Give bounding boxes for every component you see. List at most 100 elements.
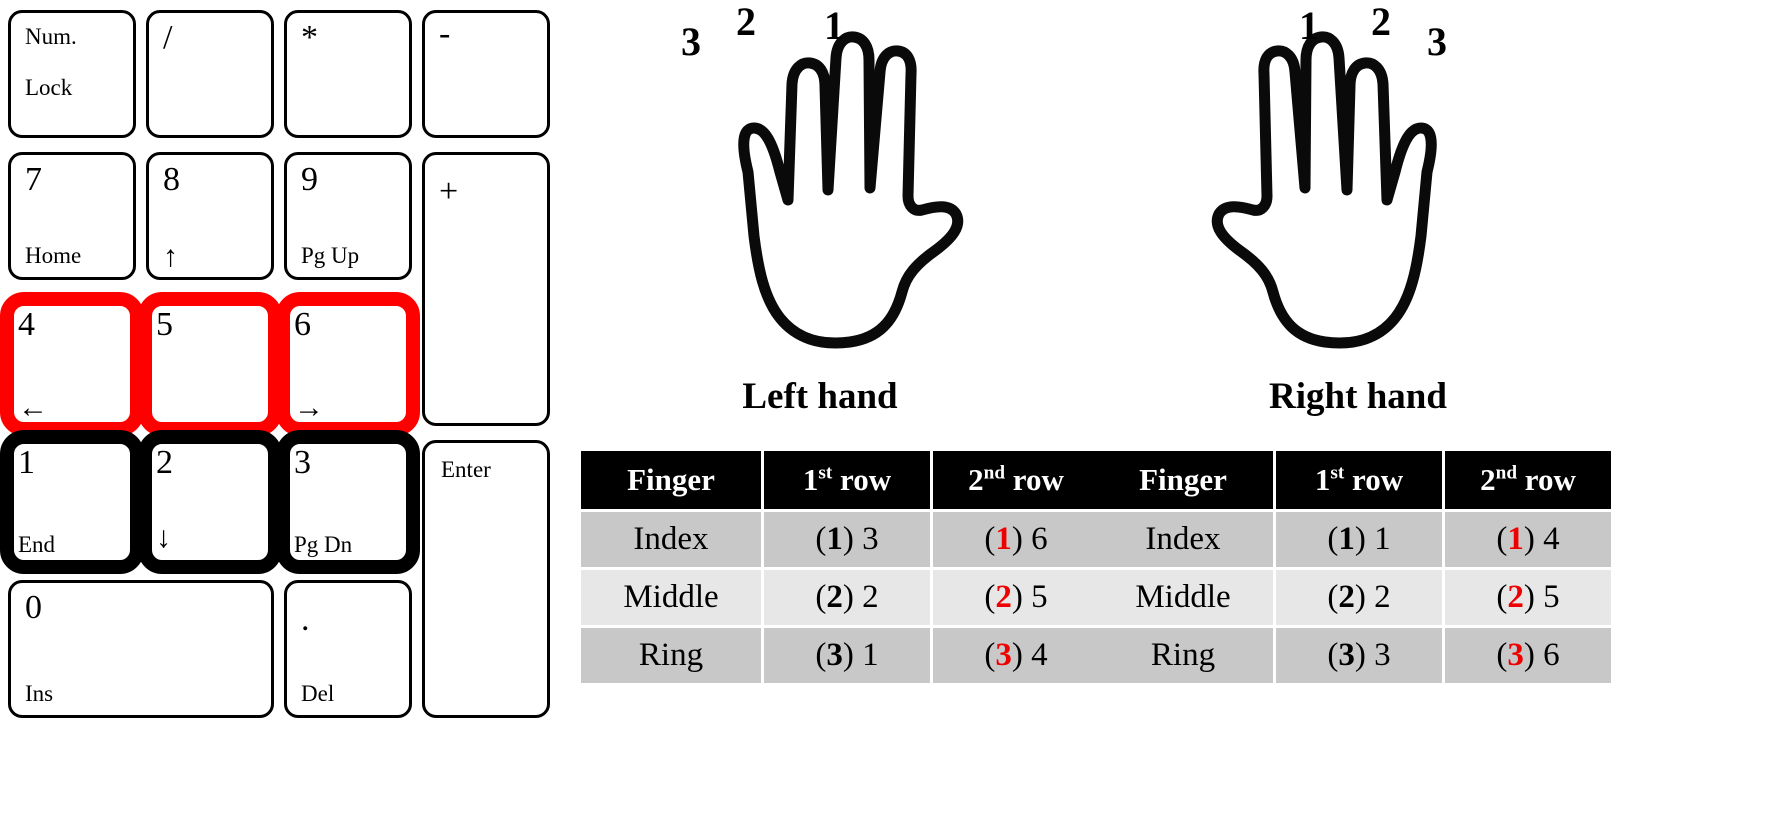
key-6-right-highlighted[interactable]: 6 → (276, 292, 420, 436)
table-row: Middle (2) 2 (2) 5 (1093, 570, 1611, 625)
cell-first-row-value: (2) 2 (1276, 570, 1442, 625)
left-hand-caption: Left hand (742, 376, 898, 417)
key-multiply-label: * (301, 19, 318, 56)
header-second-row: 2nd row (1445, 451, 1611, 509)
key-0-ins[interactable]: 0 Ins (8, 580, 274, 718)
key-5-label: 5 (156, 306, 173, 343)
key-enter-label: Enter (441, 457, 491, 482)
arrow-up-icon: ↑ (163, 240, 178, 273)
key-number: 6 (1543, 637, 1560, 673)
key-4-label: 4 (18, 306, 35, 343)
cell-finger-name: Middle (1093, 570, 1273, 625)
key-decimal-del[interactable]: . Del (284, 580, 412, 718)
key-5-highlighted[interactable]: 5 (138, 292, 282, 436)
cell-first-row-value: (1) 3 (764, 512, 930, 567)
key-enter[interactable]: Enter (422, 440, 550, 718)
cell-finger-name: Index (1093, 512, 1273, 567)
key-2-label: 2 (156, 444, 173, 481)
finger-index-number-red: 1 (995, 521, 1012, 557)
key-1-end-highlighted[interactable]: 1 End (0, 430, 144, 574)
key-num-lock-label-line1: Num. (25, 24, 77, 49)
finger-index-number-red: 2 (1507, 579, 1524, 615)
header-second-row-num: 2 (1480, 462, 1496, 497)
left-hand-finger-number-3: 3 (681, 19, 701, 64)
left-hand-finger-number-1: 1 (824, 3, 844, 48)
cell-second-row-value: (1) 6 (933, 512, 1099, 567)
key-7-sublabel-home: Home (25, 243, 82, 268)
table-header-row: Finger 1st row 2nd row (581, 451, 1099, 509)
key-8-label: 8 (163, 161, 180, 198)
table-row: Ring (3) 3 (3) 6 (1093, 628, 1611, 683)
key-number: 3 (862, 521, 879, 557)
key-9-label: 9 (301, 161, 318, 198)
key-3-pgdn-highlighted[interactable]: 3 Pg Dn (276, 430, 420, 574)
arrow-left-icon: ← (18, 391, 48, 424)
cell-second-row-value: (3) 4 (933, 628, 1099, 683)
key-6-label: 6 (294, 306, 311, 343)
header-first-row-word: row (840, 462, 892, 497)
table-row: Middle (2) 2 (2) 5 (581, 570, 1099, 625)
arrow-down-icon: ↓ (156, 521, 171, 554)
header-second-row-sup: nd (983, 462, 1006, 484)
cell-second-row-value: (2) 5 (933, 570, 1099, 625)
header-first-row-sup: st (1330, 462, 1345, 484)
key-number: 5 (1031, 579, 1048, 615)
cell-first-row-value: (1) 1 (1276, 512, 1442, 567)
header-second-row-sup: nd (1495, 462, 1518, 484)
key-number: 3 (1374, 637, 1391, 673)
key-divide-label: / (163, 19, 173, 56)
key-num-lock-label-line2: Lock (25, 75, 73, 100)
finger-index-number: 3 (1338, 637, 1355, 673)
key-number: 4 (1543, 521, 1560, 557)
key-2-down-highlighted[interactable]: 2 ↓ (138, 430, 282, 574)
cell-finger-name: Ring (1093, 628, 1273, 683)
finger-index-number-red: 3 (1507, 637, 1524, 673)
key-7-label: 7 (25, 161, 42, 198)
right-hand-illustration: 1 2 3 (1175, 0, 1535, 360)
header-first-row-num: 1 (1314, 462, 1331, 497)
key-number: 5 (1543, 579, 1560, 615)
left-hand-outline-icon (738, 31, 964, 349)
finger-index-number: 2 (1338, 579, 1355, 615)
left-hand-finger-mapping-table: Finger 1st row 2nd row Index (1) 3 (1) 6… (578, 448, 1102, 686)
key-8-up[interactable]: 8 ↑ (146, 152, 274, 280)
table-row: Index (1) 1 (1) 4 (1093, 512, 1611, 567)
key-1-label: 1 (18, 444, 35, 481)
key-3-sublabel-pgdn: Pg Dn (294, 532, 353, 557)
header-second-row: 2nd row (933, 451, 1099, 509)
finger-index-number-red: 2 (995, 579, 1012, 615)
key-number: 4 (1031, 637, 1048, 673)
cell-finger-name: Ring (581, 628, 761, 683)
cell-finger-name: Middle (581, 570, 761, 625)
right-hand-outline-icon (1211, 31, 1437, 349)
key-number: 6 (1031, 521, 1048, 557)
header-finger: Finger (1093, 451, 1273, 509)
table-row: Index (1) 3 (1) 6 (581, 512, 1099, 567)
key-number: 2 (1374, 579, 1391, 615)
key-divide[interactable]: / (146, 10, 274, 138)
cell-first-row-value: (3) 1 (764, 628, 930, 683)
finger-index-number: 2 (826, 579, 843, 615)
key-7-home[interactable]: 7 Home (8, 152, 136, 280)
arrow-right-icon: → (294, 391, 324, 424)
key-9-pgup[interactable]: 9 Pg Up (284, 152, 412, 280)
right-hand-finger-number-3: 3 (1427, 19, 1447, 64)
right-hand-finger-mapping-table: Finger 1st row 2nd row Index (1) 1 (1) 4… (1090, 448, 1614, 686)
header-first-row: 1st row (1276, 451, 1442, 509)
cell-second-row-value: (2) 5 (1445, 570, 1611, 625)
key-3-label: 3 (294, 444, 311, 481)
key-minus[interactable]: - (422, 10, 550, 138)
header-finger: Finger (581, 451, 761, 509)
finger-index-number: 3 (826, 637, 843, 673)
key-1-sublabel-end: End (18, 532, 56, 557)
key-multiply[interactable]: * (284, 10, 412, 138)
finger-index-number: 1 (826, 521, 843, 557)
left-hand-finger-number-2: 2 (736, 0, 756, 44)
key-plus[interactable]: + (422, 152, 550, 426)
header-second-row-num: 2 (968, 462, 984, 497)
key-decimal-sublabel-del: Del (301, 681, 335, 706)
key-num-lock[interactable]: Num. Lock (8, 10, 136, 138)
table-header-row: Finger 1st row 2nd row (1093, 451, 1611, 509)
key-4-left-highlighted[interactable]: 4 ← (0, 292, 144, 436)
right-hand-finger-number-1: 1 (1299, 3, 1319, 48)
